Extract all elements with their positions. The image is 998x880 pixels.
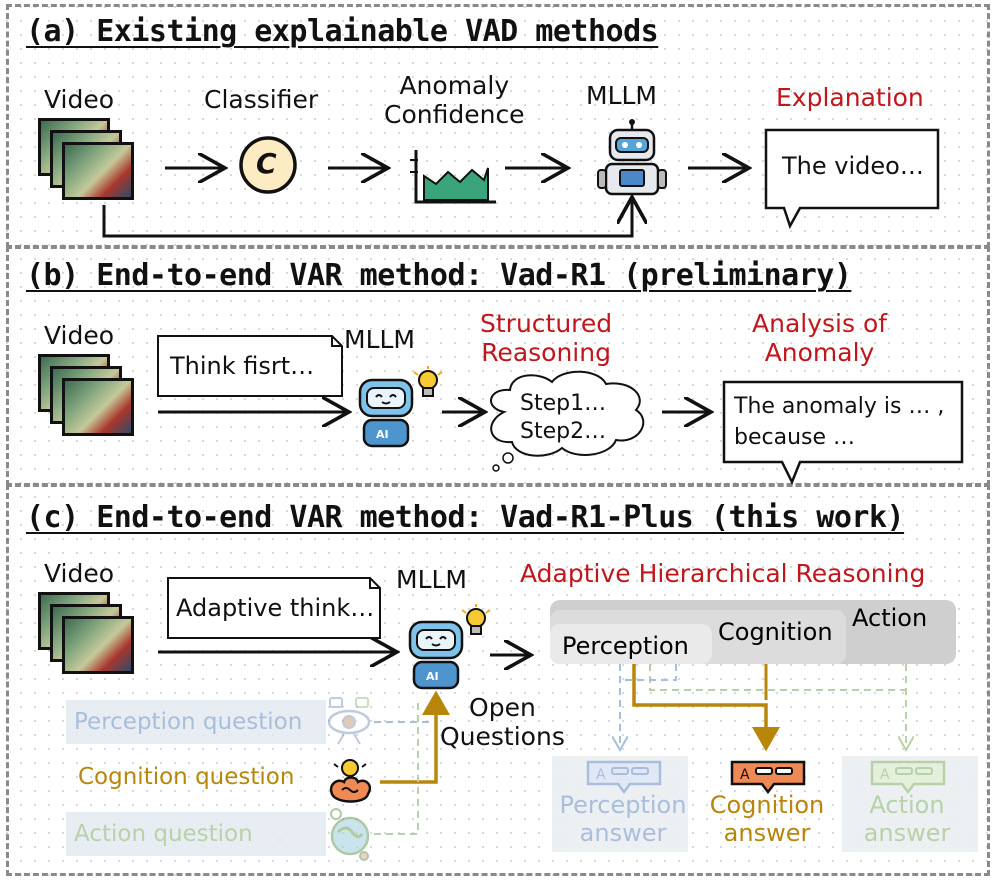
stage-action: Action — [852, 604, 928, 632]
mllm-label-b: MLLM — [344, 325, 415, 354]
analysis-bubble-b — [722, 380, 964, 486]
action-answer: Action answer — [863, 791, 951, 847]
reasoning-steps: Step1… Step2… — [520, 391, 607, 444]
analysis-text: The anomaly is … , because … — [734, 394, 945, 450]
video-label-a: Video — [44, 85, 115, 114]
analysis-label: Analysis of Anomaly — [752, 309, 888, 367]
svg-text:AI: AI — [376, 428, 389, 441]
panel-c — [6, 484, 990, 876]
action-question: Action question — [66, 812, 326, 856]
explanation-text: The video… — [782, 152, 924, 180]
brain-icon — [329, 759, 372, 803]
svg-text:A: A — [596, 767, 606, 783]
svg-text:A: A — [740, 767, 750, 783]
lightbulb-icon — [413, 366, 443, 397]
panel-c-title: (c) End-to-end VAR method: Vad-R1-Plus (… — [26, 500, 905, 535]
explanation-label: Explanation — [776, 83, 924, 112]
panel-a-title: (a) Existing explainable VAD methods — [26, 14, 659, 49]
adaptive-reasoning-label: Adaptive Hierarchical Reasoning — [520, 559, 926, 588]
chat-bubble-icon: A — [586, 760, 662, 794]
stage-cognition: Cognition — [718, 618, 833, 646]
perception-question: Perception question — [66, 700, 326, 744]
cognition-answer: Cognition answer — [709, 791, 825, 847]
robot-icon: AI — [358, 378, 414, 448]
prompt-text-b: Think fisrt… — [170, 352, 315, 380]
svg-text:AI: AI — [426, 670, 439, 683]
video-label-b: Video — [44, 321, 115, 350]
open-questions-label: Open Questions — [440, 693, 565, 751]
lightbulb-icon — [461, 604, 491, 635]
chat-bubble-icon: A — [730, 760, 806, 794]
reasoning-cloud — [490, 370, 645, 457]
eye-road-icon — [327, 697, 371, 745]
classifier-glyph: C — [256, 147, 277, 180]
cognition-question: Cognition question — [78, 764, 295, 790]
mllm-label-c: MLLM — [396, 565, 467, 594]
classifier-label: Classifier — [204, 85, 319, 114]
globe-icon — [330, 808, 370, 861]
confidence-chart-icon — [410, 150, 496, 204]
svg-text:A: A — [880, 767, 890, 783]
video-label-c: Video — [44, 559, 115, 588]
robot-icon: AI — [408, 620, 464, 690]
mllm-label-a: MLLM — [586, 81, 657, 110]
perception-stage-box — [550, 624, 712, 664]
robot-icon — [597, 119, 667, 196]
prompt-text-c: Adaptive think… — [176, 594, 375, 622]
bypass-arrow-a — [102, 200, 632, 238]
prompt-box-c — [167, 577, 381, 639]
stage-perception: Perception — [562, 632, 689, 660]
chat-bubble-icon: A — [870, 760, 946, 794]
structured-reasoning-label: Structured Reasoning — [480, 309, 613, 367]
classifier-circle — [239, 136, 297, 194]
perception-answer: Perception answer — [559, 791, 687, 847]
prompt-box-b — [157, 335, 343, 397]
anomaly-confidence-label: Anomaly Confidence — [384, 71, 525, 129]
panel-b-title: (b) End-to-end VAR method: Vad-R1 (preli… — [26, 258, 852, 293]
explanation-bubble-a — [764, 128, 940, 230]
